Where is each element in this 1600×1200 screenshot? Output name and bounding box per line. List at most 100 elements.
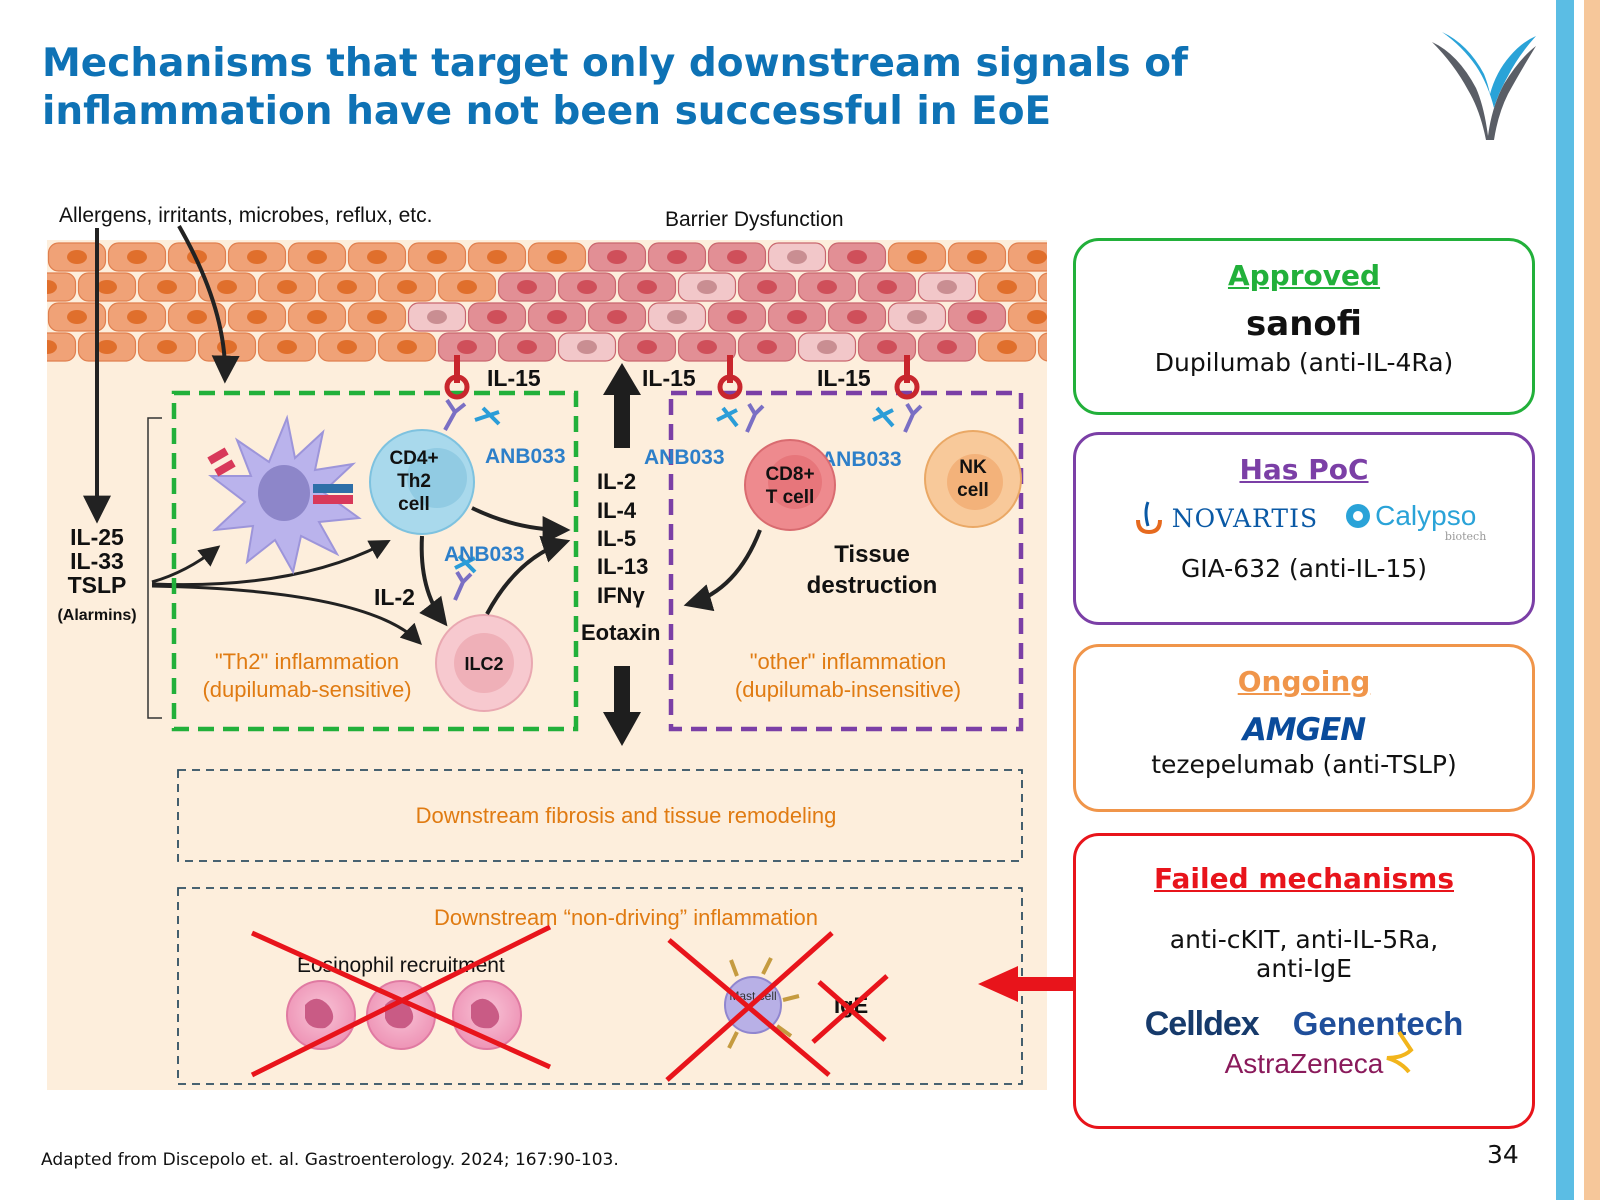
epithelial-nucleus [547,310,567,324]
th2-inflammation-line1: "Th2" inflammation [215,649,399,674]
epithelial-nucleus [367,250,387,264]
cd4-th2-cell: CD4+ Th2 cell [369,429,475,535]
epithelial-nucleus [727,250,747,264]
epithelial-nucleus [847,310,867,324]
cd8-t-cell: CD8+ T cell [744,439,836,531]
svg-text:ILC2: ILC2 [464,654,503,674]
genentech-logo: Genentech [1292,1005,1464,1042]
epithelial-nucleus [877,340,897,354]
epithelial-nucleus [577,340,597,354]
epithelial-nucleus [607,310,627,324]
calypso-subtitle: biotech [1444,530,1487,543]
epithelial-nucleus [217,340,237,354]
arrow-down-downstream [603,666,641,746]
anb033-label-cd8: ANB033 [644,446,725,469]
epithelial-nucleus [157,340,177,354]
epithelial-nucleus [517,340,537,354]
allergen-arrow-curved [177,225,240,384]
mast-cell-cross [665,931,889,1082]
failed-card: Failed mechanisms anti-cKIT, anti-IL-5Ra… [1073,833,1535,1129]
epithelial-nucleus [47,340,57,354]
epithelial-nucleus [847,250,867,264]
epithelial-nucleus [277,280,297,294]
epithelial-nucleus [817,340,837,354]
astrazeneca-logo: AstraZeneca [1224,1048,1384,1079]
cytokine-il4: IL-4 [597,498,637,523]
epithelial-nucleus [577,280,597,294]
alarmin-il33: IL-33 [70,548,124,574]
epithelial-nucleus [667,250,687,264]
ongoing-card: Ongoing AMGEN tezepelumab (anti-TSLP) [1073,644,1535,812]
arrow-cd8-to-cytokines [683,529,762,612]
epithelial-nucleus [697,280,717,294]
epithelial-nucleus [967,310,987,324]
svg-text:CD8+: CD8+ [765,464,814,485]
cytokine-eotaxin: Eotaxin [581,620,660,645]
epithelial-nucleus [97,340,117,354]
footnote: Adapted from Discepolo et. al. Gastroent… [41,1150,619,1170]
epithelial-nucleus [67,310,87,324]
anb033-label-th2: ANB033 [485,445,566,468]
epithelial-cell [47,272,77,302]
epithelial-nucleus [667,310,687,324]
epithelial-nucleus [217,280,237,294]
sanofi-logo: sanofi [1246,304,1362,344]
approved-heading: Approved [1227,259,1381,292]
amgen-logo: AMGEN [1242,712,1366,748]
tissue-destruction-line2: destruction [807,572,938,599]
poc-heading: Has PoC [1239,453,1369,486]
eoe-pathway-diagram: Allergens, irritants, microbes, reflux, … [47,204,1047,1090]
approved-card: Approved sanofi Dupilumab (anti-IL-4Ra) [1073,238,1535,415]
poc-drug: GIA-632 (anti-IL-15) [1180,554,1428,583]
epithelial-cell [1037,272,1047,302]
failed-drugs-line1: anti-cKIT, anti-IL-5Ra, [1169,925,1439,954]
cytokine-ifng: IFNγ [597,583,645,608]
epithelial-nucleus [517,280,537,294]
calypso-logo: Calypso [1375,500,1477,531]
epithelial-nucleus [307,310,327,324]
arrow-to-dendritic [151,545,221,584]
epithelial-nucleus [997,340,1017,354]
th2-inflammation-box [171,390,579,732]
antibody-glyphs [443,398,923,601]
novartis-logo: NOVARTIS [1171,503,1319,533]
failed-drugs-line2: anti-IgE [1256,954,1352,983]
epithelial-nucleus [247,310,267,324]
epithelial-nucleus [247,250,267,264]
failed-arrow [978,966,1076,1002]
epithelial-nucleus [337,280,357,294]
epithelial-nucleus [547,250,567,264]
arrow-up-barrier [603,363,641,448]
ilc2-cell: ILC2 [435,614,533,712]
eosinophil-label: Eosinophil recruitment [297,954,505,977]
ongoing-drug: tezepelumab (anti-TSLP) [1151,750,1457,779]
eosinophils [286,980,522,1050]
ongoing-heading: Ongoing [1237,665,1371,698]
decorative-stripe-orange [1584,0,1600,1200]
epithelial-nucleus [277,340,297,354]
astrazeneca-symbol-icon [1386,1030,1414,1074]
alarmins-bracket [147,417,162,719]
svg-text:CD4+: CD4+ [389,448,438,469]
tissue-destruction-line1: Tissue [834,541,910,568]
epithelial-nucleus [727,310,747,324]
arrow-to-cd4 [151,540,391,587]
svg-text:cell: cell [398,494,430,515]
epithelial-nucleus [457,280,477,294]
epithelial-nucleus [937,280,957,294]
alarmin-il25: IL-25 [70,524,124,550]
il2-label: IL-2 [374,584,415,610]
epithelial-nucleus [697,340,717,354]
epithelial-nucleus [67,250,87,264]
epithelial-nucleus [487,310,507,324]
epithelial-nucleus [1027,250,1047,264]
epithelial-cell [1037,332,1047,362]
other-inflammation-box [668,390,1024,732]
epithelial-nucleus [307,250,327,264]
nk-cell: NK cell [924,430,1022,528]
epithelial-nucleus [337,340,357,354]
fibrosis-box [177,769,1023,862]
epithelial-nucleus [757,340,777,354]
epithelial-nucleus [937,340,957,354]
epithelial-nucleus [787,310,807,324]
